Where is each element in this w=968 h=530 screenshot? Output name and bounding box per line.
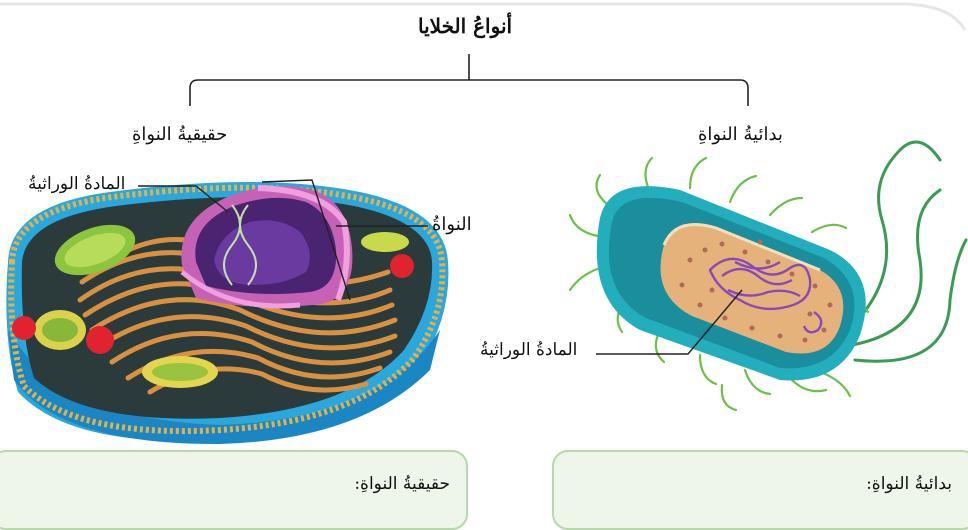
prokaryote-genetic-material-label: المادةُ الوراثيةُ: [480, 340, 577, 360]
prokaryote-branch-label: بدائيةُ النواةِ: [698, 124, 783, 145]
prokaryote-notes-box: بدائيةُ النواةِ:: [552, 450, 968, 530]
prokaryotic-cell-illustration: [570, 142, 966, 410]
diagram-title: أنواعُ الخلايا: [418, 14, 512, 38]
prokaryote-notes-title: بدائيةُ النواةِ:: [866, 474, 952, 494]
cell-types-diagram: [0, 0, 968, 506]
eukaryote-notes-title: حقيقيةُ النواةِ:: [354, 474, 450, 494]
eukaryote-branch-label: حقيقيةُ النواةِ: [132, 124, 227, 145]
eukaryote-notes-box: حقيقيةُ النواةِ:: [0, 450, 468, 530]
eukaryotic-cell-illustration: [6, 182, 448, 444]
nucleus-label: النواةُ: [432, 214, 472, 235]
hierarchy-connectors: [190, 54, 748, 106]
eukaryote-genetic-material-label: المادةُ الوراثيةُ: [28, 174, 125, 194]
